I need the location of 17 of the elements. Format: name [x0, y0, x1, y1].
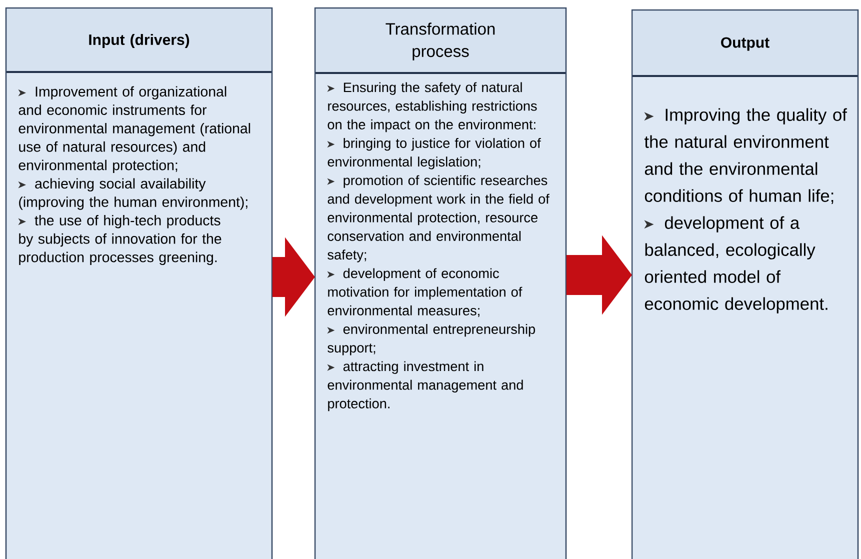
bullet-item: environmental entrepreneurship support; — [327, 324, 536, 356]
column-box — [314, 7, 567, 559]
bullet-item: the use of high-tech products by subjects of innovation for the production processes greening. — [18, 215, 222, 266]
bullet-item: attracting investment in environmental management and protection. — [327, 361, 523, 412]
column-heading: Output — [632, 10, 858, 77]
column-heading: Input (drivers) — [6, 8, 272, 73]
bullet-item: Improvement of organizational and economic instruments for environmental management (rational use of natural resources) and environmental protection; — [18, 86, 250, 174]
bullet-item: Improving the quality of the natural environment and the environmental conditions of human life; — [644, 108, 847, 204]
column-box — [631, 9, 859, 559]
bullet-item: achieving social availability (improving the human environment); — [18, 178, 248, 210]
bullet-item: Ensuring the safety of natural resources, establishing restrictions on the impact on the environment: — [327, 82, 537, 132]
bullet-item: development of a balanced, ecologically oriented model of economic development. — [644, 216, 828, 314]
bullet-item: promotion of scientific researches and development work in the field of environmental protection, resource conservation and environmental safety; — [327, 175, 550, 262]
bullet-item: bringing to justice for violation of environmental legislation; — [327, 138, 541, 170]
bullet-item: development of economic motivation for implementation of environmental measures; — [327, 268, 522, 317]
column-box — [5, 7, 273, 559]
column-heading: Transformation process — [315, 8, 566, 74]
